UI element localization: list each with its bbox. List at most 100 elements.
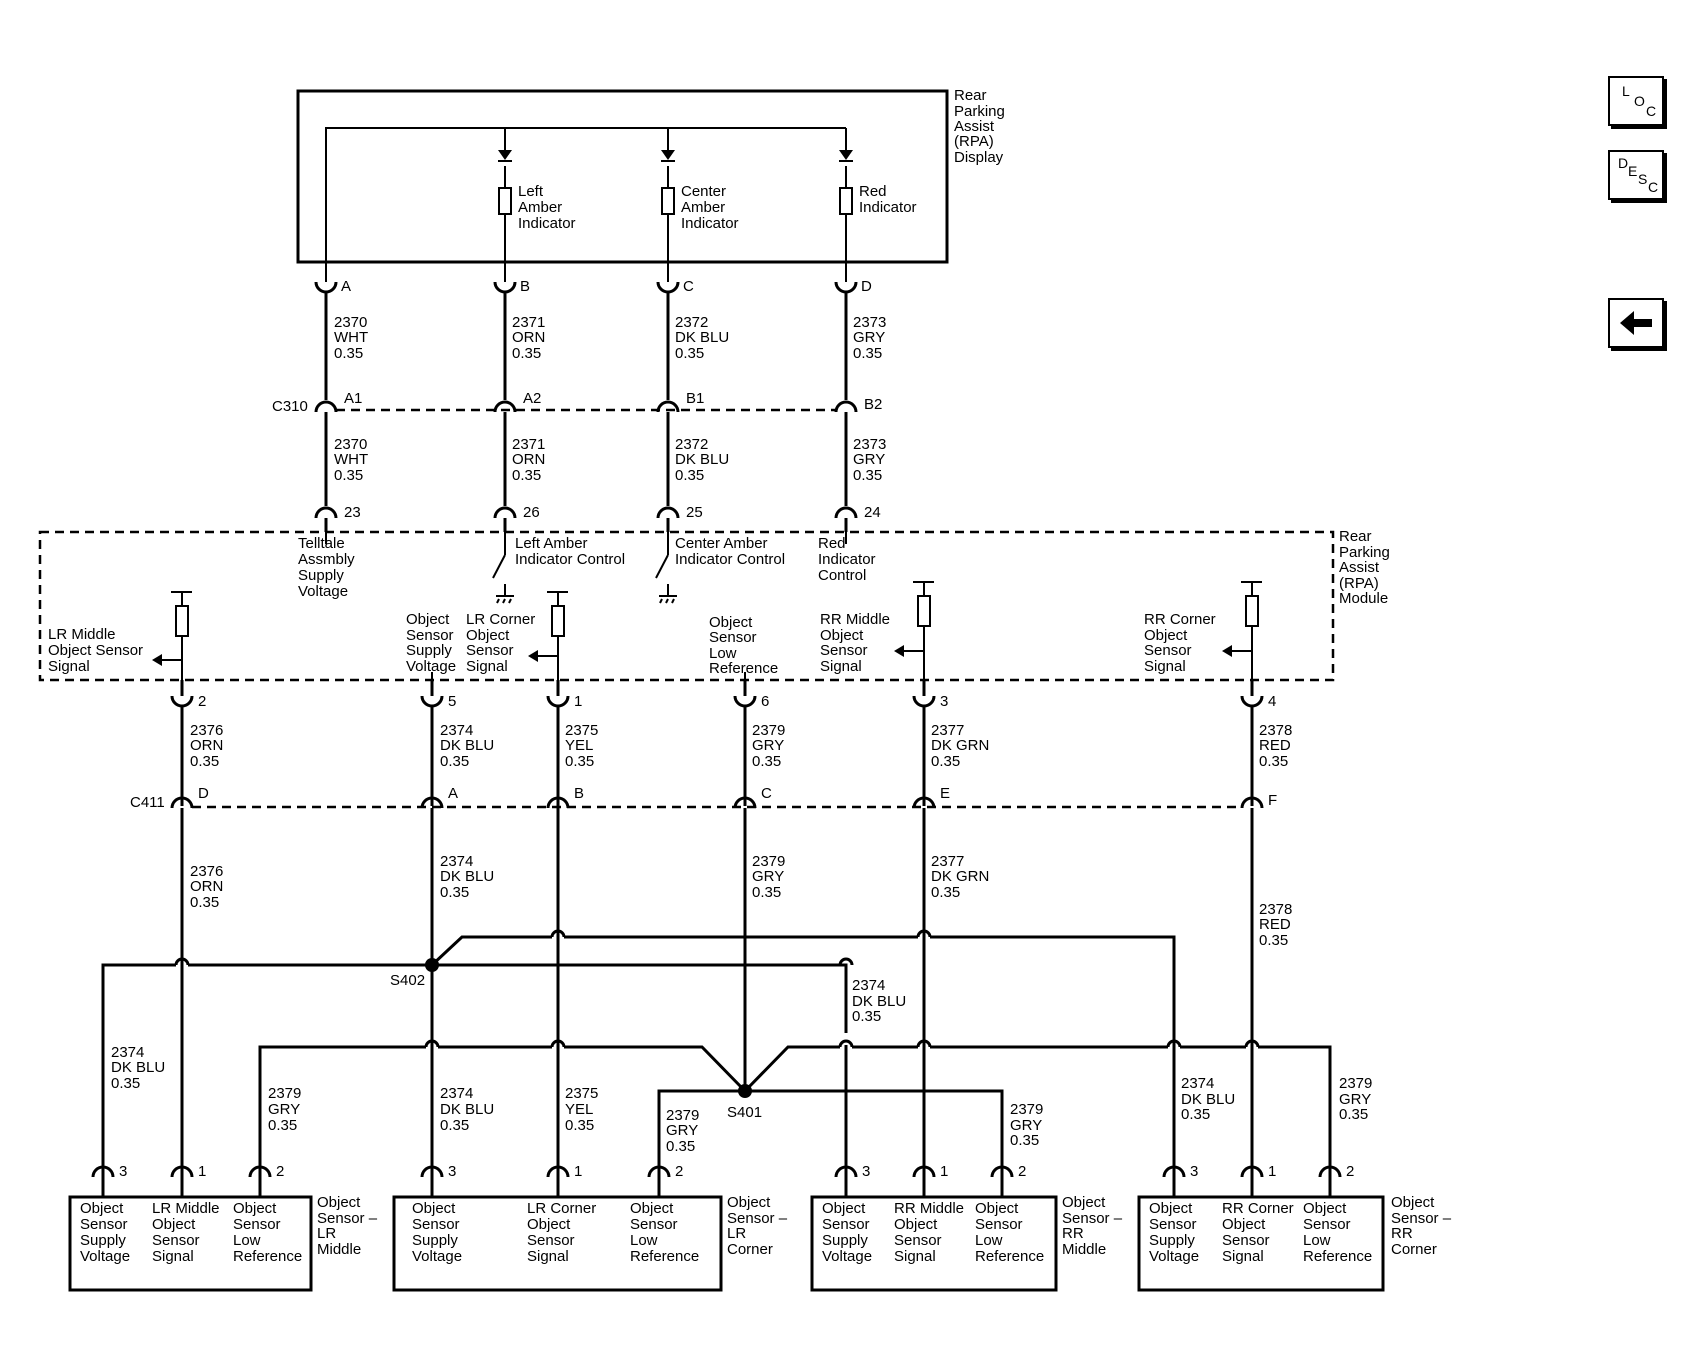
module-pin-24: 24: [864, 504, 881, 521]
module-pin-3: 3: [940, 693, 948, 710]
lr-middle-pin-2: 2: [276, 1163, 284, 1180]
module-pin-4: 4: [1268, 693, 1276, 710]
connector-c310: C310 A1 A2 B1 B2: [272, 390, 882, 415]
center-amber-indicator-label: Center Amber Indicator: [681, 183, 739, 232]
rr-corner-signal-label: RR Corner Object Sensor Signal: [1144, 611, 1220, 675]
center-amber-indicator-control-label: Center Amber Indicator Control: [675, 535, 785, 568]
red-lamp-icon: [839, 187, 853, 215]
rpa-module-label: Rear Parking Assist (RPA) Module: [1339, 528, 1394, 607]
loc-letter-o: O: [1634, 93, 1645, 109]
lr-middle-signal-label: LR Middle Object Sensor Signal: [48, 626, 147, 675]
lr-middle-pin-3: 3: [119, 1163, 127, 1180]
display-pin-b: B: [520, 278, 530, 295]
connector-c411: C411 D A B C E F: [130, 785, 1277, 811]
description-button[interactable]: D E S C: [1608, 150, 1664, 200]
lr-corner-pin-1: 1: [574, 1163, 582, 1180]
splice-s402-dot: [425, 958, 439, 972]
rr-corner-pin-2: 2: [1346, 1163, 1354, 1180]
c310-cavity-b1: B1: [686, 390, 704, 407]
display-pin-d: D: [861, 278, 872, 295]
lr-corner-pin-2: 2: [675, 1163, 683, 1180]
display-pin-c: C: [683, 278, 694, 295]
left-amber-switch-icon: [492, 532, 514, 604]
supply-voltage-label: Object Sensor Supply Voltage: [406, 611, 458, 675]
left-amber-lamp-icon: [498, 187, 512, 215]
center-amber-switch-icon: [655, 532, 677, 604]
center-amber-lamp-icon: [661, 187, 675, 215]
rr-middle-pin-2: 2: [1018, 1163, 1026, 1180]
location-button[interactable]: L O C: [1608, 76, 1664, 126]
lr-corner-signal-label: LR Corner Object Sensor Signal: [466, 611, 539, 675]
display-pins: A B C D: [314, 278, 872, 300]
rr-middle-signal-label: RR Middle Object Sensor Signal: [820, 611, 894, 675]
back-button[interactable]: [1608, 298, 1664, 348]
splice-s401-dot: [738, 1084, 752, 1098]
desc-letter-s: S: [1638, 171, 1648, 187]
loc-letter-c: C: [1646, 103, 1657, 119]
left-amber-indicator-circuit: [498, 128, 512, 282]
module-pin-1: 1: [574, 693, 582, 710]
rr-middle-pullup-icon: [894, 581, 934, 680]
red-indicator-control-label: Red Indicator Control: [818, 535, 880, 584]
desc-letter-e: E: [1628, 163, 1638, 179]
rpa-display-label: Rear Parking Assist (RPA) Display: [954, 87, 1009, 166]
lr-corner-pullup-icon: [528, 591, 568, 680]
module-pin-26: 26: [523, 504, 540, 521]
module-pin-2: 2: [198, 693, 206, 710]
rr-corner-sensor-box: [1137, 1195, 1385, 1292]
c310-label: C310: [272, 398, 308, 415]
module-pin-23: 23: [344, 504, 361, 521]
c411-label: C411: [130, 794, 165, 811]
desc-letter-c: C: [1648, 179, 1659, 195]
c310-cavity-a2: A2: [523, 390, 541, 407]
rpa-module: Rear Parking Assist (RPA) Module 23 26 2…: [38, 504, 1394, 710]
lr-corner-sensor-box: [392, 1195, 723, 1292]
c310-cavity-a1: A1: [344, 390, 362, 407]
module-pin-6: 6: [761, 693, 769, 710]
c310-cavity-b2: B2: [864, 396, 882, 413]
c411-cavity-a: A: [448, 785, 458, 802]
red-indicator-circuit: [839, 128, 853, 282]
lr-middle-pullup-icon: [152, 591, 192, 680]
rr-corner-pin-3: 3: [1190, 1163, 1198, 1180]
desc-letter-d: D: [1618, 155, 1629, 171]
c411-cavity-f: F: [1268, 792, 1277, 809]
low-reference-label: Object Sensor Low Reference: [709, 614, 778, 677]
